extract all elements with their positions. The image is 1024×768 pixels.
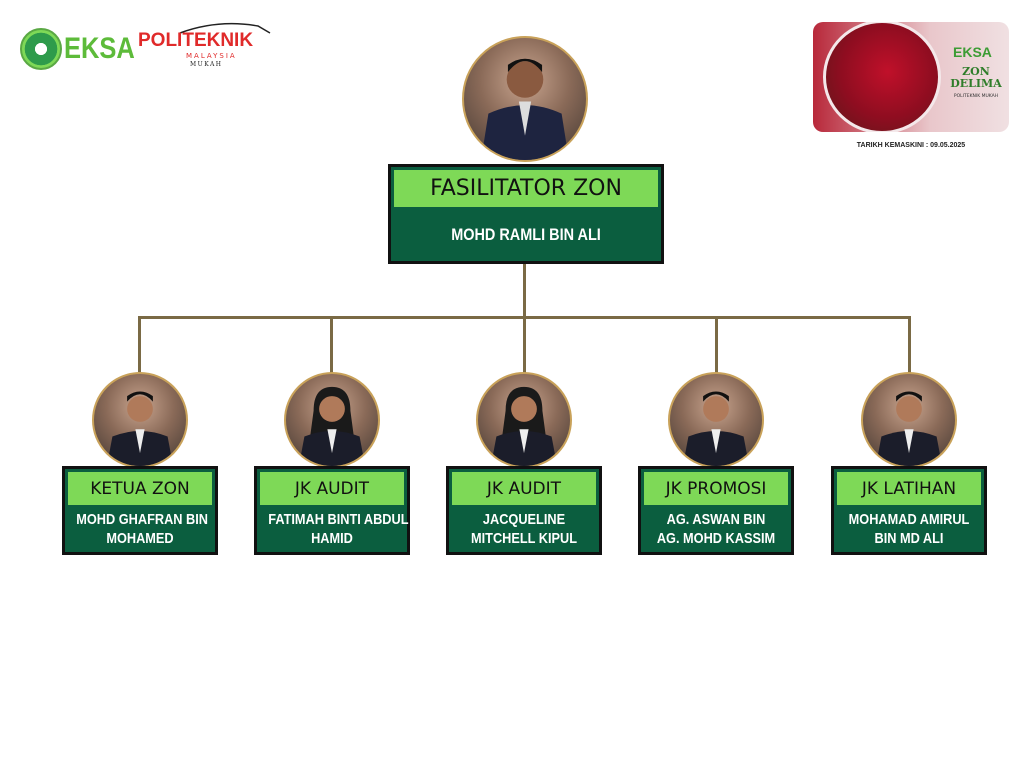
member-name: JACQUELINE MITCHELL KIPUL: [460, 510, 588, 548]
member-name-line1: AG. ASWAN BIN: [666, 511, 766, 528]
eksa-logo: EKSA: [20, 28, 147, 70]
member-role: JK PROMOSI: [644, 472, 788, 505]
member-name-line2: AG. MOHD KASSIM: [656, 530, 776, 547]
politeknik-swoosh-icon: [179, 22, 271, 34]
facilitator-photo: [462, 36, 588, 162]
member-photo: [284, 372, 380, 468]
facilitator-name: MOHD RAMLI BIN ALI: [451, 225, 601, 244]
last-updated: TARIKH KEMASKINI : 09.05.2025: [856, 142, 966, 149]
connector-line: [908, 316, 911, 374]
member-role: JK AUDIT: [260, 472, 404, 505]
facilitator-role: FASILITATOR ZON: [394, 170, 658, 207]
member-name: AG. ASWAN BIN AG. MOHD KASSIM: [652, 510, 780, 548]
politeknik-text: POLITEKNIK: [138, 30, 254, 51]
member-role: JK AUDIT: [452, 472, 596, 505]
member-name-line1: MOHAMAD AMIRUL: [848, 511, 970, 528]
pomegranate-image: [823, 22, 941, 132]
member-box: JK AUDIT FATIMAH BINTI ABDUL HAMID: [254, 466, 410, 555]
member-name-line2: MOHAMED: [106, 530, 174, 547]
zone-name: ZON DELIMA: [950, 65, 1002, 90]
member-role: JK LATIHAN: [837, 472, 981, 505]
politeknik-logo: POLITEKNIK MALAYSIA MUKAH: [138, 22, 273, 72]
member-name-line2: MITCHELL KIPUL: [470, 530, 578, 547]
member-name-line2: HAMID: [311, 530, 353, 547]
member-photo: [92, 372, 188, 468]
member-box: KETUA ZON MOHD GHAFRAN BIN MOHAMED: [62, 466, 218, 555]
member-name-line1: FATIMAH BINTI ABDUL: [268, 511, 409, 528]
member-name: FATIMAH BINTI ABDUL HAMID: [268, 510, 408, 548]
member-photo: [861, 372, 957, 468]
member-photo: [668, 372, 764, 468]
connector-line: [523, 316, 526, 374]
eksa-emblem-icon: [20, 28, 62, 70]
member-role: KETUA ZON: [68, 472, 212, 505]
zone-delima-card: EKSA ZON DELIMA POLITEKNIK MUKAH: [813, 22, 1009, 132]
zone-subtitle: POLITEKNIK MUKAH: [953, 94, 999, 99]
member-box: JK LATIHAN MOHAMAD AMIRUL BIN MD ALI: [831, 466, 987, 555]
connector-line: [715, 316, 718, 374]
member-box: JK PROMOSI AG. ASWAN BIN AG. MOHD KASSIM: [638, 466, 794, 555]
eksa-logo-text: EKSA: [64, 32, 135, 65]
member-name-line2: BIN MD ALI: [874, 530, 944, 547]
card-eksa-logo: EKSA: [953, 44, 992, 60]
connector-line: [523, 262, 526, 319]
connector-line: [138, 316, 141, 372]
connector-line: [330, 316, 333, 374]
member-name-line1: JACQUELINE: [482, 511, 566, 528]
member-name: MOHAMAD AMIRUL BIN MD ALI: [845, 510, 973, 548]
member-name: MOHD GHAFRAN BIN MOHAMED: [76, 510, 208, 548]
member-name-line1: MOHD GHAFRAN BIN: [76, 511, 208, 528]
facilitator-box: FASILITATOR ZON MOHD RAMLI BIN ALI: [388, 164, 664, 264]
politeknik-sub: MALAYSIA: [186, 52, 237, 60]
member-box: JK AUDIT JACQUELINE MITCHELL KIPUL: [446, 466, 602, 555]
politeknik-city: MUKAH: [190, 61, 223, 68]
member-photo: [476, 372, 572, 468]
